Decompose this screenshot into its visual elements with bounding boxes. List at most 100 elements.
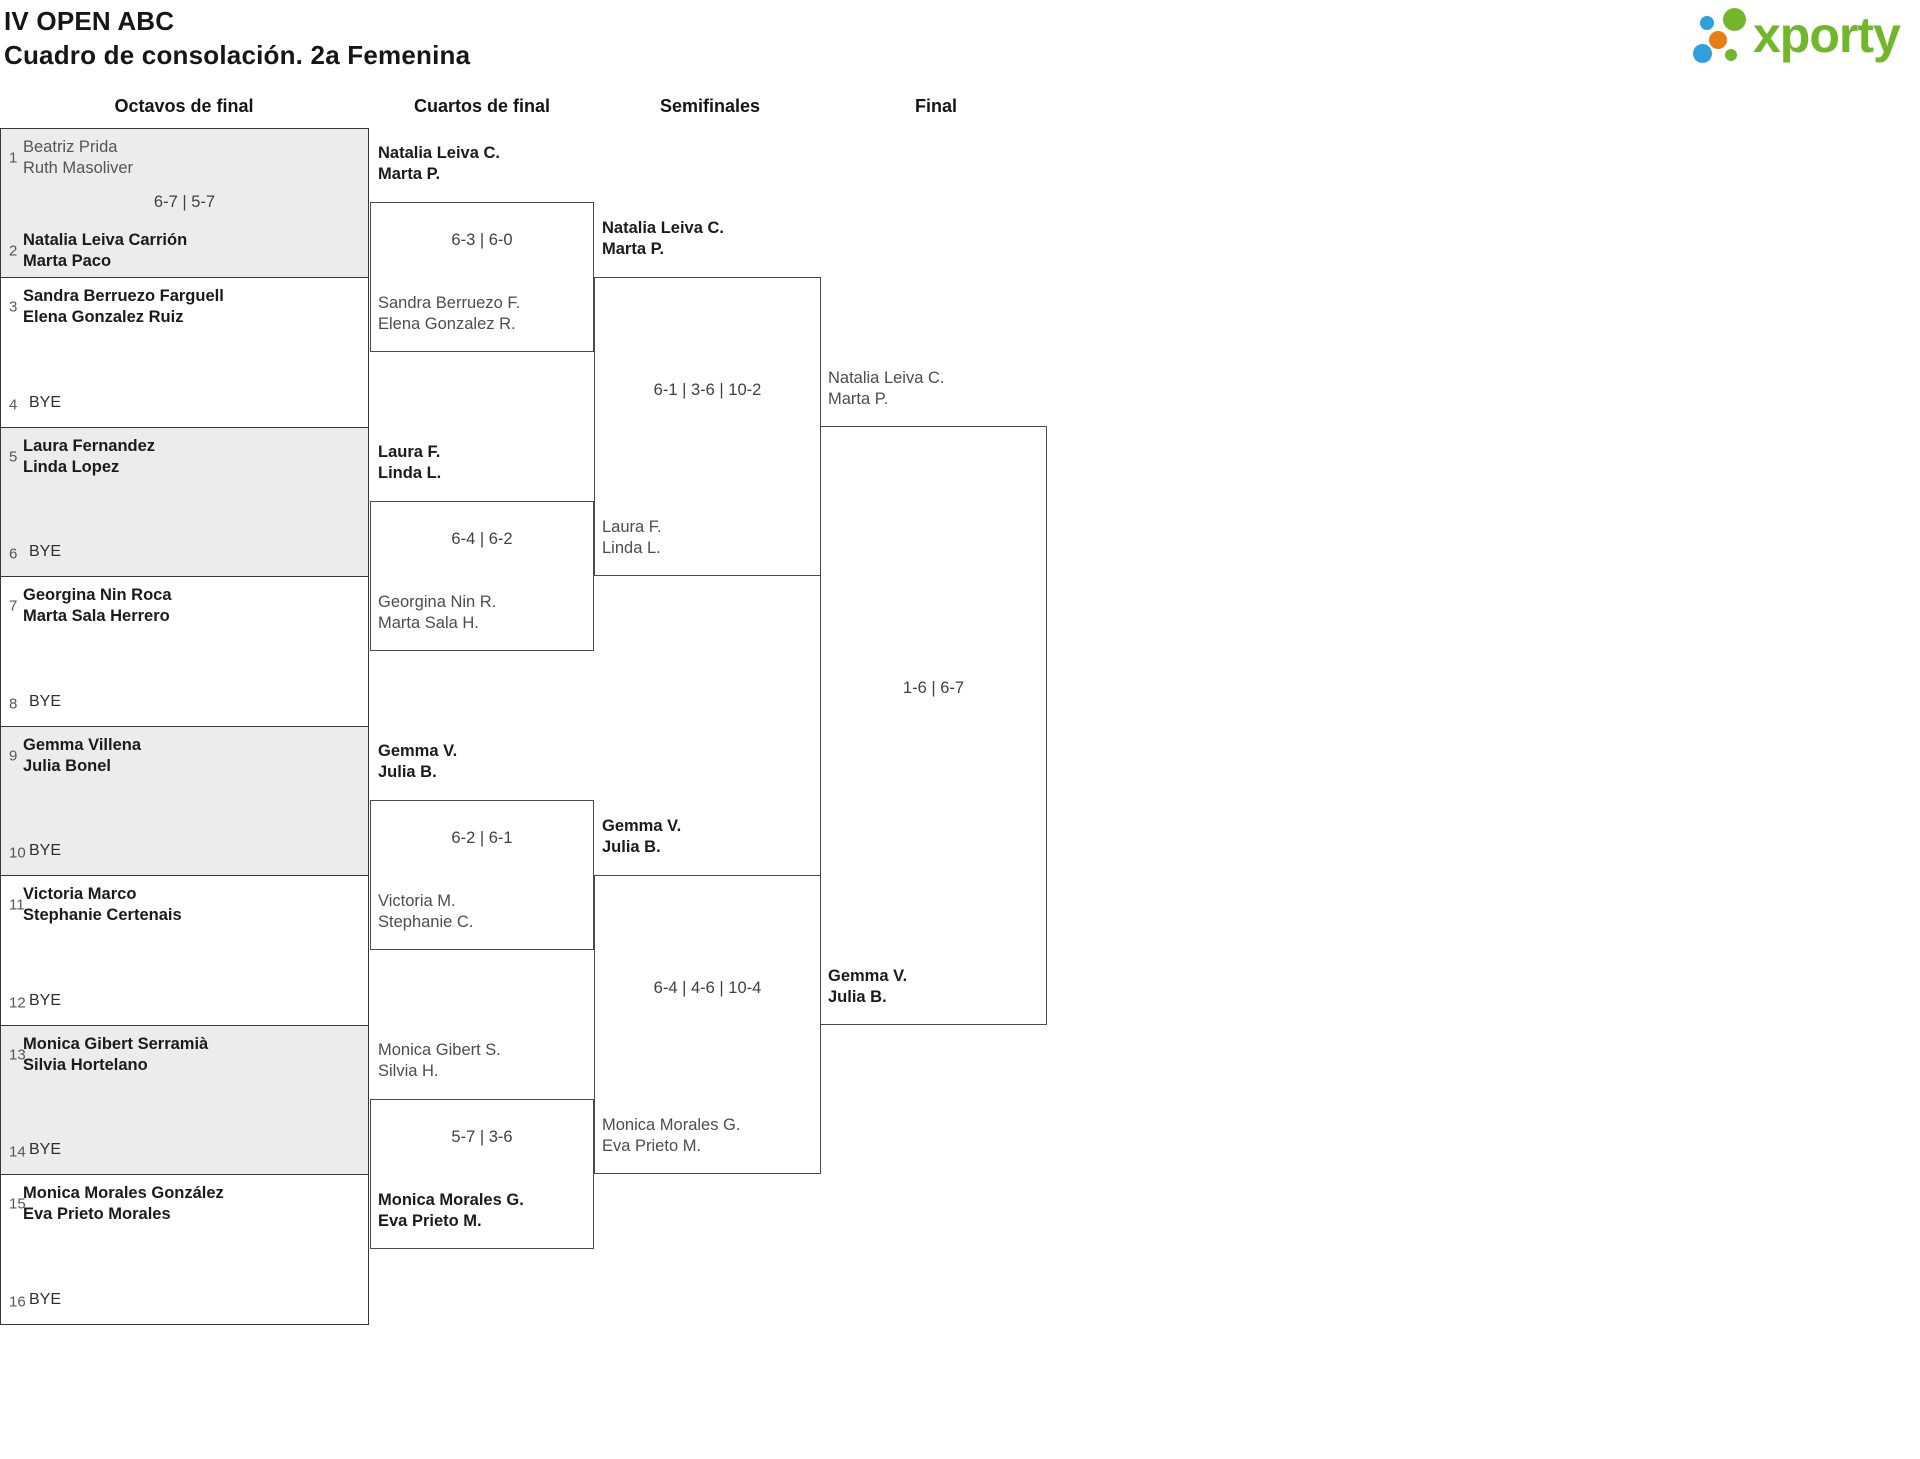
seed-number: 6 bbox=[9, 545, 18, 562]
player-name: Monica Gibert S. bbox=[378, 1041, 501, 1059]
player-name: Natalia Leiva C. bbox=[828, 369, 945, 387]
bye-label: BYE bbox=[29, 543, 62, 560]
player-name: Elena Gonzalez R. bbox=[378, 314, 516, 333]
advancing-team: Gemma V. Julia B. bbox=[828, 966, 907, 1007]
match-box-6: 11 Victoria Marco Stephanie Certenais 12… bbox=[0, 875, 369, 1026]
match-score: 6-4 | 6-2 bbox=[451, 530, 513, 548]
match-box-3: 5 Laura Fernandez Linda Lopez 6 BYE bbox=[0, 427, 369, 577]
player-name: Georgina Nin Roca bbox=[23, 586, 172, 604]
player-name: Marta Paco bbox=[23, 251, 112, 270]
team-names: Sandra Berruezo Farguell Elena Gonzalez … bbox=[23, 286, 368, 327]
player-name: Eva Prieto Morales bbox=[23, 1204, 171, 1223]
player-name: Georgina Nin R. bbox=[378, 593, 497, 611]
team-slot: 11 Victoria Marco Stephanie Certenais bbox=[1, 884, 368, 925]
team-slot: 5 Laura Fernandez Linda Lopez bbox=[1, 436, 368, 477]
team-slot: 9 Gemma Villena Julia Bonel bbox=[1, 735, 368, 776]
match-score: 6-4 | 4-6 | 10-4 bbox=[653, 979, 762, 997]
seed-number: 15 bbox=[9, 1195, 26, 1212]
team-names: Laura Fernandez Linda Lopez bbox=[23, 436, 368, 477]
quarterfinal-box-4: 5-7 | 3-6 bbox=[370, 1099, 594, 1249]
player-name: Julia B. bbox=[602, 837, 661, 856]
logo-dot-green-small-icon bbox=[1725, 49, 1737, 61]
player-name: Monica Morales G. bbox=[602, 1116, 741, 1134]
player-name: Beatriz Prida bbox=[23, 138, 118, 156]
player-name: Gemma Villena bbox=[23, 736, 142, 754]
seed-number: 2 bbox=[9, 242, 18, 259]
advancing-team: Laura F. Linda L. bbox=[378, 442, 441, 483]
player-name: Victoria Marco bbox=[23, 885, 137, 903]
advancing-team: Monica Morales G. Eva Prieto M. bbox=[378, 1190, 524, 1231]
player-name: Marta Sala Herrero bbox=[23, 606, 170, 625]
player-name: Eva Prieto M. bbox=[378, 1211, 482, 1230]
quarterfinal-box-1: 6-3 | 6-0 bbox=[370, 202, 594, 352]
player-name: Laura F. bbox=[602, 518, 662, 536]
match-score: 1-6 | 6-7 bbox=[902, 679, 965, 697]
quarterfinal-box-2: 6-4 | 6-2 bbox=[370, 501, 594, 651]
match-score: 6-3 | 6-0 bbox=[451, 231, 513, 249]
player-name: Monica Morales González bbox=[23, 1184, 224, 1202]
player-name: Linda Lopez bbox=[23, 457, 120, 476]
player-name: Natalia Leiva Carrión bbox=[23, 231, 188, 249]
seed-number: 16 bbox=[9, 1293, 26, 1310]
advancing-team: Sandra Berruezo F. Elena Gonzalez R. bbox=[378, 293, 520, 334]
player-name: Marta P. bbox=[602, 239, 665, 258]
seed-number: 3 bbox=[9, 298, 18, 315]
seed-number: 13 bbox=[9, 1046, 26, 1063]
match-box-7: 13 Monica Gibert Serramià Silvia Hortela… bbox=[0, 1025, 369, 1175]
player-name: Natalia Leiva C. bbox=[602, 219, 724, 237]
bye-slot: 16 BYE bbox=[1, 1291, 368, 1312]
player-name: Natalia Leiva C. bbox=[378, 144, 500, 162]
match-score: 6-2 | 6-1 bbox=[451, 829, 513, 847]
player-name: Julia B. bbox=[378, 762, 437, 781]
round-header-final: Final bbox=[914, 96, 957, 116]
logo-dot-blue-small-icon bbox=[1700, 16, 1714, 30]
bye-slot: 12 BYE bbox=[1, 992, 368, 1013]
player-name: Julia Bonel bbox=[23, 756, 112, 775]
quarterfinal-box-3: 6-2 | 6-1 bbox=[370, 800, 594, 950]
seed-number: 1 bbox=[9, 149, 18, 166]
team-slot: 15 Monica Morales González Eva Prieto Mo… bbox=[1, 1183, 368, 1224]
advancing-team: Monica Morales G. Eva Prieto M. bbox=[602, 1115, 740, 1156]
logo-dot-orange-icon bbox=[1709, 31, 1727, 49]
bye-label: BYE bbox=[29, 1291, 62, 1308]
player-name: Ruth Masoliver bbox=[23, 158, 134, 177]
bye-label: BYE bbox=[29, 693, 62, 710]
player-name: Stephanie C. bbox=[378, 912, 474, 931]
round-header-octavos: Octavos de final bbox=[114, 96, 254, 116]
player-name: Gemma V. bbox=[378, 742, 458, 760]
bye-label: BYE bbox=[29, 394, 62, 411]
player-name: Monica Morales G. bbox=[378, 1191, 524, 1209]
player-name: Sandra Berruezo F. bbox=[378, 294, 521, 312]
bye-slot: 6 BYE bbox=[1, 543, 368, 564]
team-names: Monica Gibert Serramià Silvia Hortelano bbox=[23, 1034, 368, 1075]
player-name: Linda L. bbox=[602, 538, 661, 557]
seed-number: 10 bbox=[9, 844, 26, 861]
xporty-logo[interactable]: xporty bbox=[1690, 2, 1918, 70]
advancing-team: Gemma V. Julia B. bbox=[378, 741, 457, 782]
match-box-4: 7 Georgina Nin Roca Marta Sala Herrero 8… bbox=[0, 576, 369, 727]
final-box: 1-6 | 6-7 bbox=[820, 426, 1047, 1025]
bye-label: BYE bbox=[29, 992, 62, 1009]
match-box-5: 9 Gemma Villena Julia Bonel 10 BYE bbox=[0, 726, 369, 876]
advancing-team: Laura F. Linda L. bbox=[602, 517, 662, 558]
bye-label: BYE bbox=[29, 842, 62, 859]
player-name: Marta P. bbox=[378, 164, 441, 183]
player-name: Sandra Berruezo Farguell bbox=[23, 287, 224, 305]
team-names: Georgina Nin Roca Marta Sala Herrero bbox=[23, 585, 368, 626]
player-name: Marta Sala H. bbox=[378, 613, 479, 632]
advancing-team: Natalia Leiva C. Marta P. bbox=[378, 143, 500, 184]
bye-slot: 4 BYE bbox=[1, 394, 368, 415]
advancing-team: Gemma V. Julia B. bbox=[602, 816, 681, 857]
player-name: Laura Fernandez bbox=[23, 437, 156, 455]
player-name: Linda L. bbox=[378, 463, 442, 482]
player-name: Laura F. bbox=[378, 443, 441, 461]
player-name: Silvia Hortelano bbox=[23, 1055, 148, 1074]
match-score: 6-1 | 3-6 | 10-2 bbox=[653, 381, 762, 399]
player-name: Elena Gonzalez Ruiz bbox=[23, 307, 184, 326]
player-name: Stephanie Certenais bbox=[23, 905, 182, 924]
match-box-2: 3 Sandra Berruezo Farguell Elena Gonzale… bbox=[0, 277, 369, 428]
round-header-cuartos: Cuartos de final bbox=[413, 96, 551, 116]
team-names: Monica Morales González Eva Prieto Moral… bbox=[23, 1183, 368, 1224]
team-names: Natalia Leiva Carrión Marta Paco bbox=[23, 230, 368, 271]
